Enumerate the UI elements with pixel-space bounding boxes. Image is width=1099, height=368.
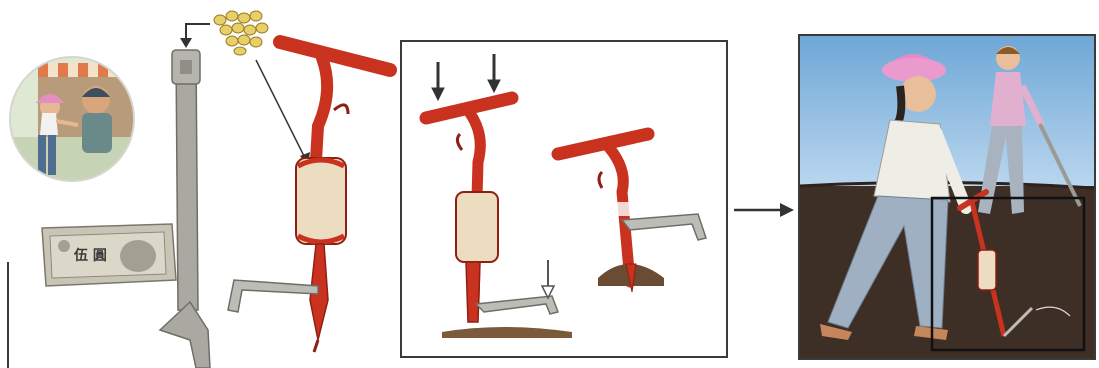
- old-planter-illustration: [150, 10, 220, 368]
- red-planter-illustration: [222, 30, 397, 360]
- arrow-down-icon: [432, 54, 500, 100]
- market-vignette: [8, 55, 136, 183]
- operation-panel: [400, 40, 728, 358]
- field-scene-panel: [798, 34, 1096, 360]
- arrow-right-icon: [734, 202, 796, 218]
- panel-edge-line: [7, 262, 9, 368]
- banknote-text: 伍 圓: [73, 247, 107, 264]
